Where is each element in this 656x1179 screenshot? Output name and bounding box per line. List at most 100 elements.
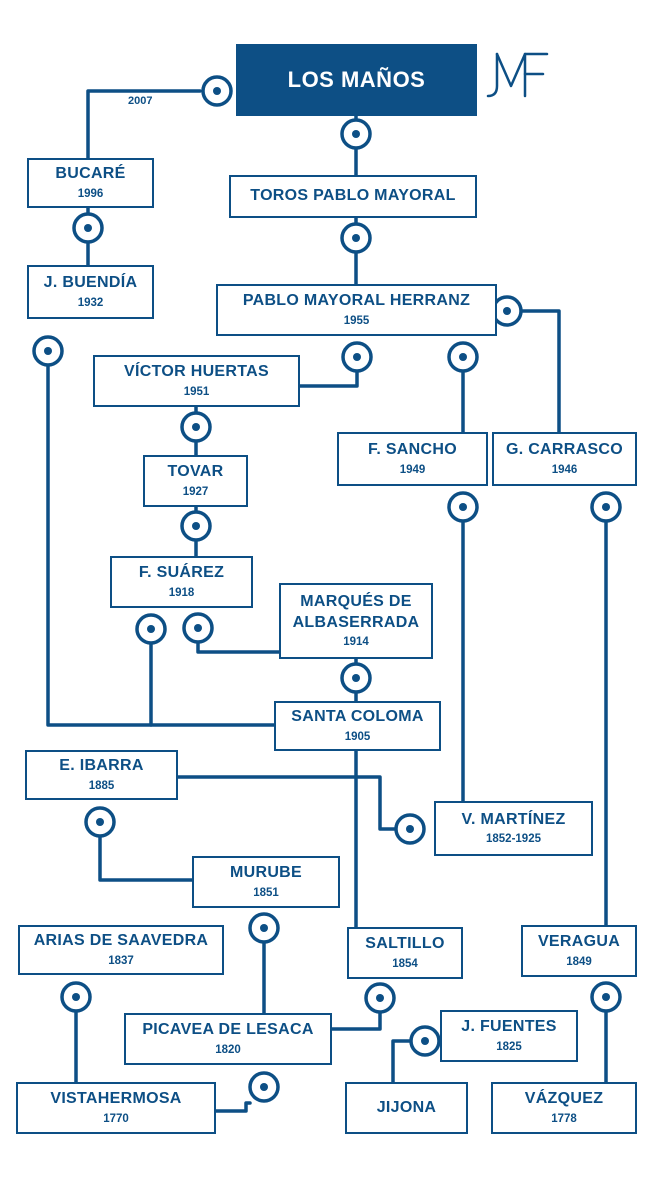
connector-dot-center xyxy=(213,87,221,95)
node-marques-de-albaserrada: MARQUÉS DE ALBASERRADA 1914 xyxy=(279,583,433,659)
node-saltillo: SALTILLO 1854 xyxy=(347,927,463,979)
connector-dot-center xyxy=(421,1037,429,1045)
node-year: 1837 xyxy=(108,954,134,967)
connector-dot-center xyxy=(72,993,80,1001)
connector xyxy=(176,775,397,831)
node-name: J. BUENDÍA xyxy=(43,274,138,292)
node-j-buendia: J. BUENDÍA 1932 xyxy=(27,265,154,319)
node-f-suarez: F. SUÁREZ 1918 xyxy=(110,556,253,608)
node-name: J. FUENTES xyxy=(461,1018,557,1036)
node-name: TOROS PABLO MAYORAL xyxy=(250,187,456,205)
connector-dot-center xyxy=(352,234,360,242)
node-year: 1946 xyxy=(551,463,578,476)
node-name: F. SANCHO xyxy=(368,441,457,459)
connector-dot-center xyxy=(192,522,200,530)
node-e-ibarra: E. IBARRA 1885 xyxy=(25,750,178,800)
node-veragua: VERAGUA 1849 xyxy=(521,925,637,977)
node-year: 1918 xyxy=(168,586,195,599)
connector-dot-center xyxy=(602,993,610,1001)
node-picavea-de-lesaca: PICAVEA DE LESACA 1820 xyxy=(124,1013,332,1065)
node-g-carrasco: G. CARRASCO 1946 xyxy=(492,432,637,486)
node-year: 1951 xyxy=(183,385,210,398)
connector-dot-center xyxy=(44,347,52,355)
page-title: LOS MAÑOS xyxy=(236,44,477,116)
connector-dot-center xyxy=(260,1083,268,1091)
node-name: PABLO MAYORAL HERRANZ xyxy=(242,292,471,310)
connector-dot-center xyxy=(147,625,155,633)
connector xyxy=(46,364,277,727)
node-tovar: TOVAR 1927 xyxy=(143,455,248,507)
node-victor-huertas: VÍCTOR HUERTAS 1951 xyxy=(93,355,300,407)
node-f-sancho: F. SANCHO 1949 xyxy=(337,432,488,486)
connector-dot-center xyxy=(194,624,202,632)
connector-dot-center xyxy=(406,825,414,833)
node-name-line1: MARQUÉS DE xyxy=(300,592,412,610)
node-name: ARIAS DE SAAVEDRA xyxy=(33,932,209,950)
connector-dot-center xyxy=(352,130,360,138)
connector xyxy=(391,1039,412,1084)
node-toros-pablo-mayoral: TOROS PABLO MAYORAL xyxy=(229,175,477,218)
node-year: 1949 xyxy=(399,463,426,476)
node-year: 1885 xyxy=(88,779,115,792)
connector xyxy=(298,368,359,388)
node-name: G. CARRASCO xyxy=(505,441,624,459)
node-year: 1927 xyxy=(182,485,209,498)
connector-dot-center xyxy=(192,423,200,431)
node-year: 1996 xyxy=(77,187,104,200)
node-v-martinez: V. MARTÍNEZ 1852-1925 xyxy=(434,801,593,856)
node-name: BUCARÉ xyxy=(55,165,126,183)
node-year: 1770 xyxy=(103,1112,129,1125)
node-year: 1825 xyxy=(496,1040,522,1053)
connector xyxy=(520,309,561,434)
node-vazquez: VÁZQUEZ 1778 xyxy=(491,1082,637,1134)
connector-dot-center xyxy=(84,224,92,232)
connector-dot-center xyxy=(503,307,511,315)
connector xyxy=(214,1101,252,1113)
node-j-fuentes: J. FUENTES 1825 xyxy=(440,1010,578,1062)
connector xyxy=(86,89,202,160)
node-year: 1852-1925 xyxy=(486,833,541,846)
connector-dot-center xyxy=(96,818,104,826)
node-name: SANTA COLOMA xyxy=(291,708,424,726)
node-year: 1914 xyxy=(343,636,369,649)
node-name: V. MARTÍNEZ xyxy=(461,810,566,828)
connector-dot-center xyxy=(602,503,610,511)
node-name: F. SUÁREZ xyxy=(138,564,225,582)
node-arias-de-saavedra: ARIAS DE SAAVEDRA 1837 xyxy=(18,925,224,975)
node-year: 1820 xyxy=(215,1043,241,1056)
node-name: VISTAHERMOSA xyxy=(50,1090,182,1108)
node-year: 1854 xyxy=(392,957,418,970)
connector-dot-center xyxy=(376,994,384,1002)
node-name: VÁZQUEZ xyxy=(524,1090,604,1108)
node-name: E. IBARRA xyxy=(59,757,144,775)
node-name: ALBASERRADA xyxy=(292,613,420,631)
connector-dot-center xyxy=(459,353,467,361)
node-year: 1932 xyxy=(77,296,104,309)
node-name: SALTILLO xyxy=(365,935,445,953)
jmf-logo xyxy=(486,52,549,98)
connector-dots xyxy=(32,75,622,1103)
node-year: 1851 xyxy=(253,886,279,899)
node-jijona: JIJONA xyxy=(345,1082,468,1134)
connector xyxy=(196,641,281,654)
connector-dot-center xyxy=(260,924,268,932)
node-name: PICAVEA DE LESACA xyxy=(142,1021,314,1039)
node-pablo-mayoral-herranz: PABLO MAYORAL HERRANZ 1955 xyxy=(216,284,497,336)
connector-dot-center xyxy=(352,674,360,682)
node-name: MURUBE xyxy=(229,864,303,882)
connector-dot-center xyxy=(459,503,467,511)
connector xyxy=(98,834,194,882)
node-vistahermosa: VISTAHERMOSA 1770 xyxy=(16,1082,216,1134)
node-name: JIJONA xyxy=(376,1098,437,1116)
node-murube: MURUBE 1851 xyxy=(192,856,340,908)
connector xyxy=(330,1010,382,1031)
node-santa-coloma: SANTA COLOMA 1905 xyxy=(274,701,441,751)
node-name: VERAGUA xyxy=(537,933,621,951)
node-year: 1849 xyxy=(566,955,592,968)
node-year: 1955 xyxy=(343,314,370,327)
node-bucare: BUCARÉ 1996 xyxy=(27,158,154,208)
year-label-2007: 2007 xyxy=(128,95,153,107)
node-year: 1778 xyxy=(551,1112,577,1125)
